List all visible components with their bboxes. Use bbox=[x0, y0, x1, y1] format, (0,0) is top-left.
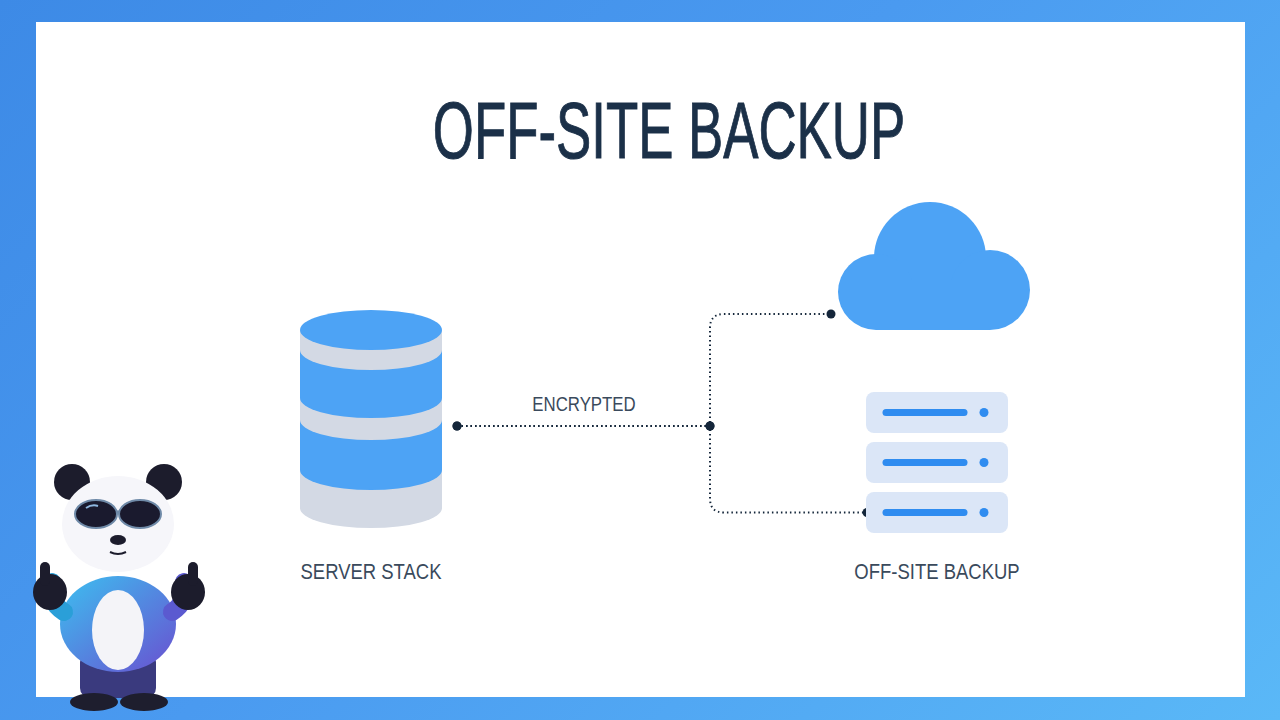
panda-mascot bbox=[18, 452, 218, 714]
cloud-shape bbox=[838, 200, 1030, 334]
server-rack-shape bbox=[866, 392, 1008, 533]
node-label: SERVER STACK bbox=[300, 559, 441, 585]
dotted-connector bbox=[453, 422, 872, 518]
cloud-shape-shape bbox=[838, 200, 1030, 334]
diagram-title: OFF-SITE BACKUP bbox=[433, 86, 905, 176]
database-cylinder-shape bbox=[300, 310, 442, 530]
edge-label: ENCRYPTED bbox=[528, 392, 638, 416]
node-label: OFF-SITE BACKUP bbox=[854, 559, 1019, 585]
database-cylinder: SERVER STACK bbox=[300, 310, 442, 530]
dotted-connector bbox=[453, 310, 836, 431]
server-rack: OFF-SITE BACKUP bbox=[866, 392, 1008, 533]
